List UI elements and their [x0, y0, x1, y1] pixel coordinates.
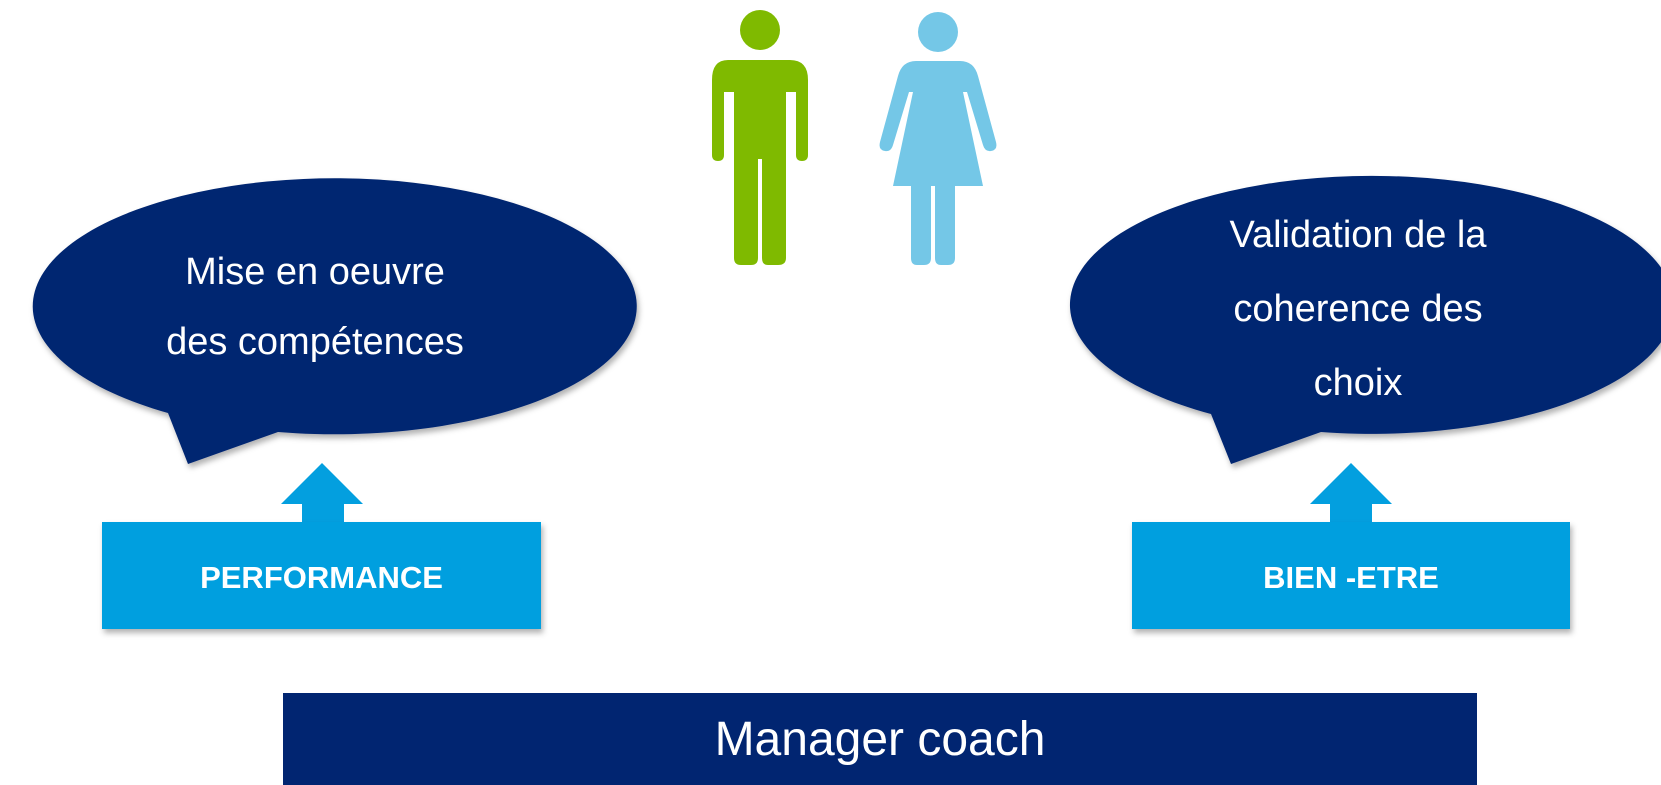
- female-figure-icon: [879, 12, 997, 265]
- left-speech-bubble: [32, 178, 637, 464]
- left-bubble-line-1: Mise en oeuvre: [185, 251, 445, 293]
- right-bubble-line-2: coherence des: [1233, 288, 1483, 330]
- bien-etre-label: BIEN -ETRE: [1263, 560, 1439, 595]
- performance-box: [102, 522, 541, 629]
- right-bubble-line-1: Validation de la: [1229, 214, 1487, 256]
- right-bubble-text: Validation de la coherence des choix: [1138, 198, 1578, 420]
- left-up-arrow: [281, 463, 363, 524]
- right-bubble-line-3: choix: [1313, 362, 1403, 404]
- manager-coach-bar: Manager coach: [283, 693, 1477, 785]
- right-speech-bubble: [1069, 175, 1661, 464]
- performance-label: PERFORMANCE: [200, 560, 443, 595]
- right-up-arrow: [1310, 463, 1392, 524]
- bien-etre-box: [1132, 522, 1570, 629]
- manager-coach-label: Manager coach: [714, 712, 1046, 766]
- left-bubble-line-2: des compétences: [166, 321, 464, 363]
- left-bubble-text: Mise en oeuvre des compétences: [95, 237, 535, 377]
- male-figure-icon: [712, 10, 808, 265]
